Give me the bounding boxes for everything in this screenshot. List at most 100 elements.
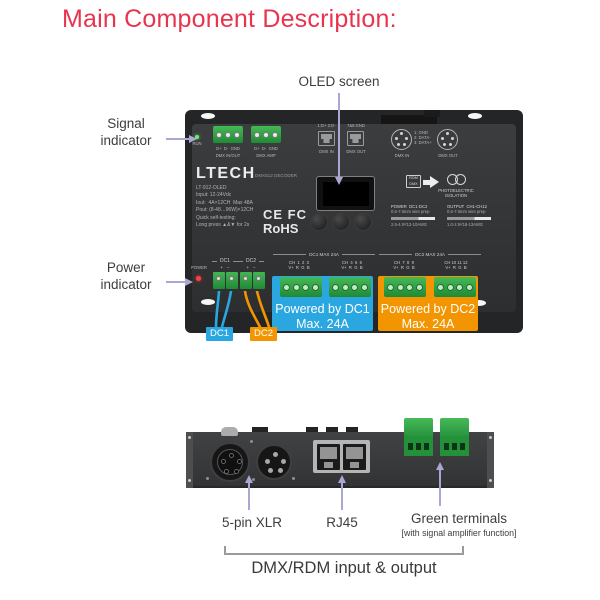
rj45-out-icon <box>347 131 364 146</box>
xlr-hole <box>229 453 234 458</box>
dmx-io-caption: DMX/RDM input & output <box>251 559 437 577</box>
spec-line: Quick self-testing: <box>196 214 236 221</box>
wire-strip-figure <box>391 216 435 220</box>
screw-dot <box>489 479 492 482</box>
dmx-amp-terminal <box>251 126 281 143</box>
dc2-wire <box>243 291 262 329</box>
terminal-pin <box>465 283 473 291</box>
rj45-notch <box>324 462 333 468</box>
rdm-arrow-bar <box>423 180 430 185</box>
green-terminal-block <box>404 418 433 456</box>
xlr-pin <box>268 468 273 473</box>
terminal-top <box>404 418 433 436</box>
xlr-pin <box>400 132 403 135</box>
terminal-hole <box>459 442 465 450</box>
dmx-amp-terminal-pins: D+ D- GND <box>254 146 278 151</box>
screw-hole <box>468 113 482 119</box>
dc-input-terminal <box>213 272 225 289</box>
ch101112-label: CH 10 11 12 <box>444 260 468 265</box>
power-indicator-label-line1: Power <box>106 260 146 275</box>
ch789-pins: V+ R G B <box>393 265 415 270</box>
dc1-polarity: + − <box>220 265 230 270</box>
spec-line: LT-912-OLED <box>196 185 227 191</box>
xlr-in-label: DMX IN <box>394 153 410 158</box>
dc1-input-header: DC1 <box>212 258 239 264</box>
terminal-pin <box>360 283 368 291</box>
terminal-pin <box>256 276 261 281</box>
xlr-pin <box>265 459 270 464</box>
dmx-io-bracket <box>224 546 464 555</box>
ch456-pins: V+ R G B <box>341 265 363 270</box>
terminal-pin <box>341 283 349 291</box>
terminal-pin <box>243 276 248 281</box>
terminal-pin <box>229 276 234 281</box>
ce-fcc-mark: CE FC <box>263 207 307 222</box>
rdm-arrow-icon <box>430 176 439 188</box>
terminal-hole <box>451 442 457 450</box>
isolation-label-line1: PHOTOELECTRIC <box>438 188 474 193</box>
signal-run-led <box>195 135 199 139</box>
ch101112-pins: V+ R G B <box>445 265 467 270</box>
panel-screw <box>250 440 253 443</box>
power-led-label: POWER <box>191 265 207 270</box>
oled-screen-label: OLED screen <box>298 74 380 89</box>
oled-glass <box>323 182 369 206</box>
terminal-pin <box>332 283 340 291</box>
xlr-male-connector <box>256 444 292 480</box>
dc2-polarity: + − <box>246 265 256 270</box>
rj45-opening <box>320 447 337 459</box>
output-terminal-ch456 <box>329 277 371 297</box>
green-terminals-callout-line <box>439 469 441 506</box>
terminal-hole <box>408 442 414 450</box>
header-line <box>259 260 265 262</box>
rj45-in-pinout: 1:D+ 2:D- <box>317 123 336 128</box>
xlr-pin <box>441 137 444 140</box>
spec-line: Pout: (8-48…96W)×12CH <box>196 207 254 214</box>
dc2-group-header: DC2 MAX 24A <box>379 252 481 257</box>
terminal-pin <box>406 283 414 291</box>
green-terminal-block <box>440 418 469 456</box>
terminal-pin <box>415 283 423 291</box>
terminal-pin <box>271 131 278 138</box>
oled-button-down <box>354 213 372 231</box>
rdm-label: RDM <box>409 176 418 180</box>
xlr-pin <box>403 143 406 146</box>
spec-line: Long press ▲&▼ for 2s <box>196 222 250 229</box>
wiring-line: POWER DC1·DC2 <box>391 204 428 209</box>
signal-indicator-label-line2: indicator <box>100 133 152 148</box>
terminal-pin <box>216 276 221 281</box>
xlr-pinout-2: 2: DATA- <box>414 135 431 140</box>
xlr-pin <box>446 132 449 135</box>
screw-hole <box>472 300 486 306</box>
power-indicator-callout: Power indicator <box>86 259 166 293</box>
terminal-pin <box>224 131 231 138</box>
terminal-holes <box>440 436 469 456</box>
panel-tab <box>252 427 268 432</box>
output-wiring-spec: OUTPUT CH1-CH12 0.5-7.0mm wire prep 1.0-… <box>447 204 497 227</box>
rj45-in-icon <box>318 131 335 146</box>
oled-screen-callout: OLED screen <box>293 73 385 90</box>
dc-input-wires <box>214 291 271 329</box>
terminal-pin <box>216 131 223 138</box>
oled-callout-line <box>338 93 340 178</box>
xlr-pin <box>443 143 446 146</box>
rj45-jack-shape <box>350 134 361 143</box>
spec-line: Iout: 4A×12CH Max 48A <box>196 199 253 206</box>
brand-logo: LTECH <box>196 165 256 182</box>
xlr-out-icon <box>437 129 458 150</box>
rdm-dmx-icon: RDM DMX <box>406 175 421 188</box>
xlr-pin <box>281 459 286 464</box>
power-callout-arrow-icon <box>185 278 193 286</box>
xlr-hole <box>237 459 242 464</box>
screw-hole <box>201 113 215 119</box>
xlr-pinout-1: 1: GND <box>414 130 428 135</box>
xlr-pin <box>397 143 400 146</box>
rj45-out-pinout: 7&8:GND <box>347 123 365 128</box>
dc1-max-label: DC1 MAX 24A <box>309 252 339 257</box>
terminal-pin <box>262 131 269 138</box>
xlr-female-connector <box>210 442 250 482</box>
rj45-label: RJ45 <box>326 515 358 530</box>
terminal-hole <box>415 442 421 450</box>
output-terminal-ch101112 <box>434 277 476 297</box>
